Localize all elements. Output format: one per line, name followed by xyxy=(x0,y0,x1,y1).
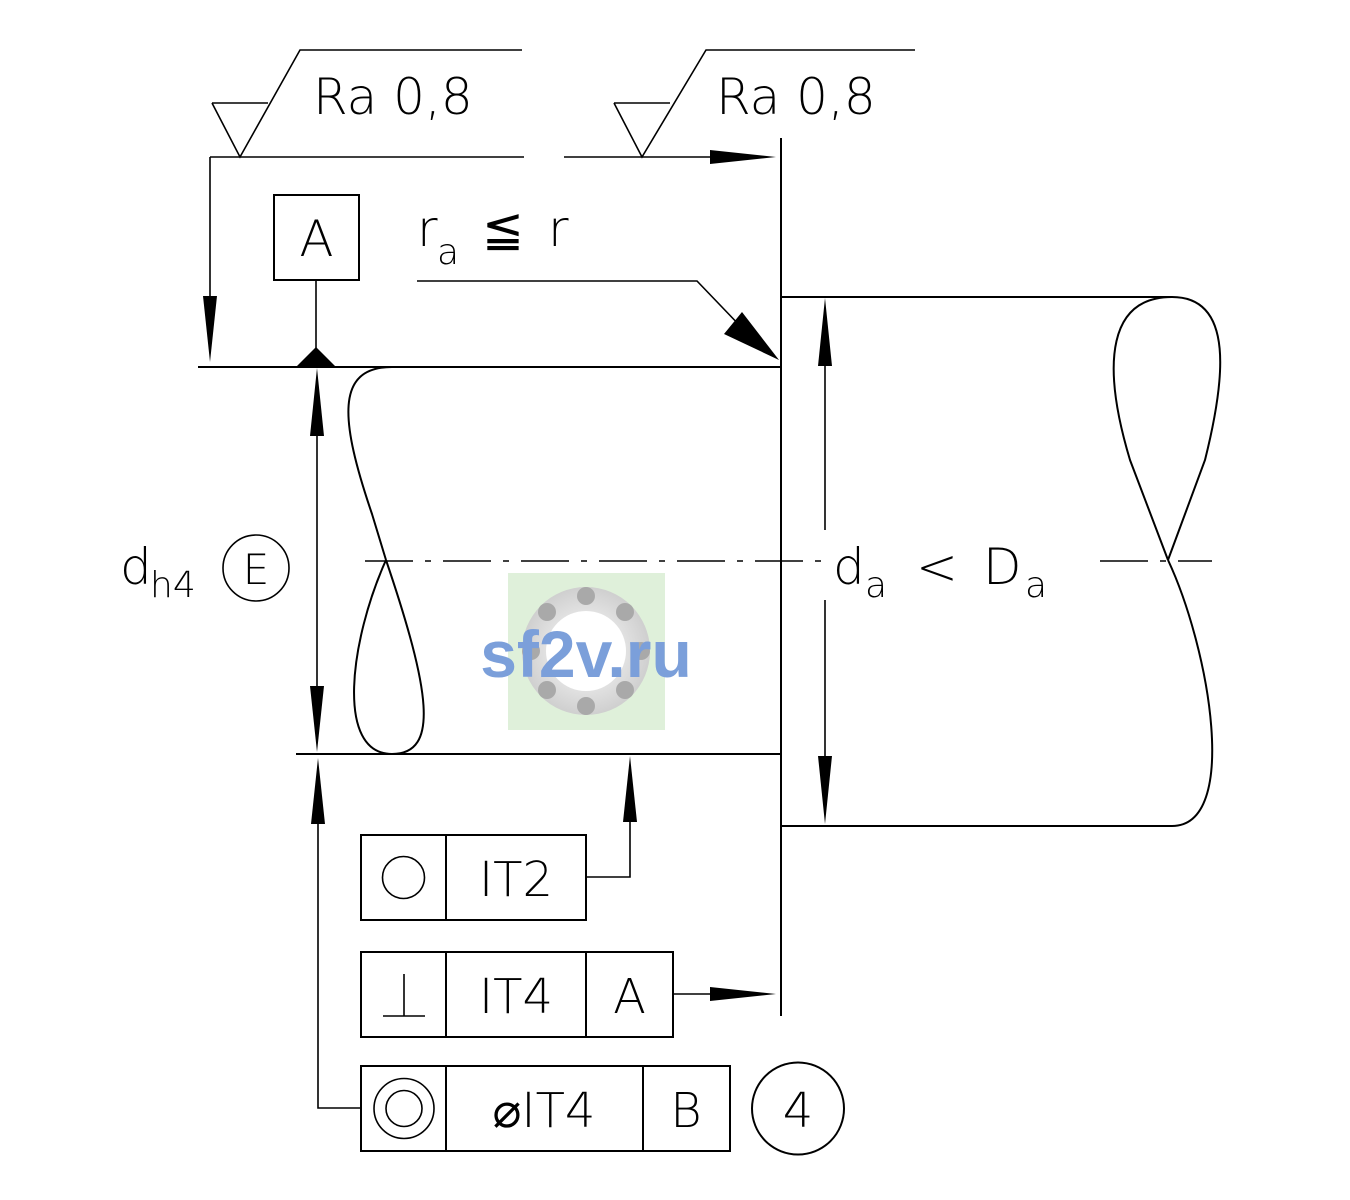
roundness-leader-arrowhead xyxy=(623,756,637,822)
shaft-break-bottom xyxy=(353,559,425,756)
finish-leader-arrowhead xyxy=(710,150,776,164)
surface-finish-right-label: Ra 0,8 xyxy=(716,68,876,126)
shoulder-D-subscript: a xyxy=(1025,565,1047,606)
shaft-diameter-symbol: d xyxy=(120,538,152,596)
radius-value: r xyxy=(548,200,569,258)
radius-symbol: r xyxy=(417,200,438,258)
concentricity-note: 4 xyxy=(783,1083,814,1139)
perpendicularity-symbol-icon xyxy=(383,974,425,1017)
radius-arrowhead xyxy=(724,312,779,360)
concentricity-leader-arrowhead xyxy=(311,758,325,824)
dim-arrow-down xyxy=(310,686,324,752)
finish-leader-down-arrowhead xyxy=(203,296,217,362)
watermark-text: sf2v.ru xyxy=(480,617,692,691)
roundness-value: IT2 xyxy=(479,852,553,908)
dim2-arrow-down xyxy=(818,756,832,824)
radius-relation: ≦ xyxy=(482,200,524,258)
radius-subscript: a xyxy=(437,232,459,273)
shaft-diameter-subscript: h4 xyxy=(150,565,196,606)
perpendicularity-leader-arrowhead xyxy=(710,987,776,1001)
bearing-inner-ring xyxy=(546,611,626,691)
surface-finish-left-label: Ra 0,8 xyxy=(313,68,473,126)
shoulder-D-symbol: D xyxy=(983,538,1022,596)
datum-a-label: A xyxy=(299,210,333,268)
shaft-break-top xyxy=(347,366,393,561)
shoulder-d-subscript: a xyxy=(865,565,887,606)
shoulder-relation: < xyxy=(916,538,958,596)
shoulder-break-top-left xyxy=(1112,296,1173,561)
concentricity-value: ⌀IT4 xyxy=(493,1083,596,1139)
bearing-balls xyxy=(522,587,650,715)
shoulder-body xyxy=(781,296,1222,827)
perpendicularity-datum: A xyxy=(613,969,646,1025)
concentricity-frame: ⌀IT4 B 4 xyxy=(311,758,845,1156)
surface-finish-right: Ra 0,8 xyxy=(613,49,915,159)
roundness-frame: IT2 xyxy=(360,756,637,921)
shoulder-break-bottom xyxy=(1167,559,1214,827)
concentricity-datum: B xyxy=(670,1083,701,1139)
shoulder-break-top-right xyxy=(1167,296,1222,561)
dim-arrow-up xyxy=(310,368,324,436)
datum-triangle xyxy=(297,347,335,366)
radius-condition: r a ≦ r xyxy=(417,200,779,360)
envelope-circle xyxy=(222,534,290,602)
perpendicularity-value: IT4 xyxy=(479,969,553,1025)
concentricity-note-circle xyxy=(751,1061,845,1156)
concentricity-symbol-icon xyxy=(373,1077,435,1140)
roundness-symbol-icon xyxy=(381,855,426,900)
dim2-arrow-up xyxy=(818,298,832,366)
shaft-body xyxy=(198,366,781,756)
surface-finish-left: Ra 0,8 xyxy=(211,49,522,159)
perpendicularity-frame: IT4 A xyxy=(360,951,776,1038)
shoulder-d-symbol: d xyxy=(833,538,865,596)
watermark: sf2v.ru xyxy=(480,573,692,730)
datum-a-frame: A xyxy=(273,194,360,366)
envelope-label: E xyxy=(243,545,270,594)
shaft-diameter-dimension: d h4 E xyxy=(120,368,324,752)
shoulder-diameter-dimension: d a < D a xyxy=(818,298,1047,824)
